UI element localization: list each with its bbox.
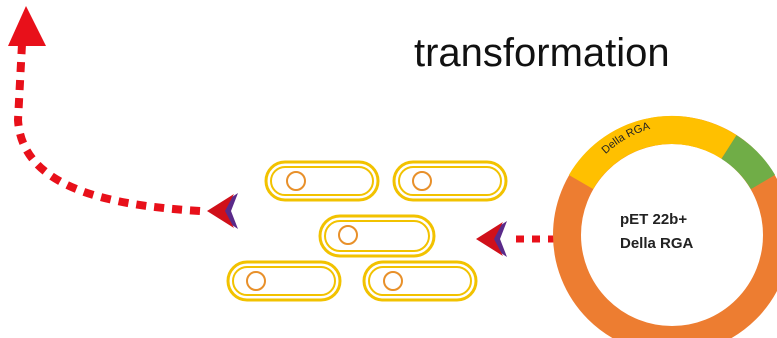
plasmid-ring [412, 171, 432, 191]
bacterium-cell [392, 160, 508, 202]
plasmid-ring [246, 271, 266, 291]
plasmid-insert-label: Della RGA [620, 235, 694, 252]
plasmid-insert-arc [568, 115, 737, 190]
dotted-arrow-curve [13, 43, 201, 215]
arrowhead-up [8, 6, 46, 46]
plasmid-ring [383, 271, 403, 291]
plasmid-marker-arc [721, 135, 776, 190]
arrow-chevron-right [476, 221, 507, 257]
plasmid-ring [286, 171, 306, 191]
diagram-title: transformation [414, 31, 670, 75]
bacteria-group [226, 160, 508, 302]
plasmid-name-label: pET 22b+ [620, 211, 687, 228]
bacterium-cell [226, 260, 342, 302]
plasmid-map: Della RGA pET 22b+ Della RGA [553, 115, 777, 338]
bacterium-cell [264, 160, 380, 202]
arrow-chevron-left [207, 193, 238, 229]
plasmid-ring [338, 225, 358, 245]
bacterium-cell [318, 214, 436, 258]
bacterium-cell [362, 260, 478, 302]
